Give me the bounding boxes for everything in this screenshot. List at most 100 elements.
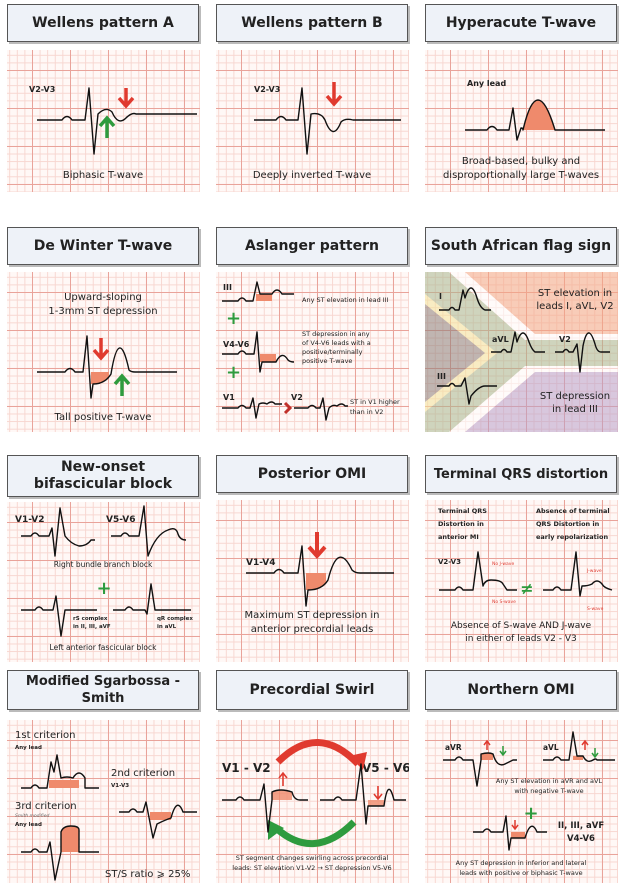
panel-posterior-omi: V1-V4 Maximum ST depression in anterior … [216,500,409,662]
caption-line-1: ST segment changes swirling across preco… [236,854,389,862]
title-posterior-omi: Posterior OMI [216,455,408,493]
ecg-trace [111,505,187,557]
text: in lead III [552,404,598,415]
text: Any ST elevation in aVR and aVL [496,777,603,785]
ecg-trace [222,397,282,419]
plus-icon: + [96,578,111,599]
st-elevation-fill [61,826,79,852]
caption: Right bundle branch block [54,560,153,569]
panel-sa-flag: ST elevation in leads I, aVL, V2 I aVL V… [425,272,618,432]
criterion-1-lead: Any lead [15,745,42,751]
caption-line-2: anterior precordial leads [251,624,374,635]
title-aslanger: Aslanger pattern [216,227,408,265]
lead-label: aVR [445,743,462,752]
caption: Biphasic T-wave [63,170,143,181]
ecg-trace [439,287,491,311]
lead-label: V2-V3 [29,85,55,94]
text: early repolarization [536,533,608,541]
ecg-trace [543,731,615,763]
ecg-trace [246,545,394,607]
swirl-arrow-green [273,819,357,847]
text: positive/terminally [302,348,363,356]
arrow-up-icon [113,373,131,396]
criterion-2: 2nd criterion [111,768,175,779]
criterion-2-lead: V1-V3 [111,783,129,789]
text: ST depression [540,391,610,402]
ecg-trace [443,752,517,787]
ecg-trace [543,551,613,597]
ecg-trace [473,815,547,851]
swirl-arrow-red [275,739,361,767]
caption: Left anterior fascicular block [50,643,158,652]
not-equal-icon: ≠ [520,579,533,598]
text: ST in V1 higher [350,398,400,406]
title-precordial-swirl: Precordial Swirl [216,670,408,710]
caption-line-2: leads: ST elevation V1-V2 → ST depressio… [232,864,391,872]
caption-line-1: Maximum ST depression in [245,610,380,621]
arrow-down-icon [511,820,519,831]
caption-bottom: Tall positive T-wave [54,412,152,423]
ecg-trace [21,825,99,881]
lead-label: V5-V6 [106,515,136,525]
no-j-wave-label: No J-wave [492,561,514,567]
st-depression-fill [511,832,525,838]
panel-northern-omi: aVR aVL Any ST elevation in aVR and aVL … [425,720,618,883]
st-s-ratio: ST/S ratio ⩾ 25% [105,869,190,880]
st-elevation-fill [49,780,79,788]
st-elevation-fill [481,753,493,760]
t-wave-fill [523,100,555,130]
text: Absence of terminal [536,507,610,515]
arrow-head-icon [268,820,284,840]
ecg-trace [254,87,401,155]
criterion-3-lead: Any lead [15,822,42,828]
note: rS complex [73,616,108,622]
criterion-3: 3rd criterion [15,801,77,812]
panel-de-winter: Upward-sloping 1-3mm ST depression Tall … [7,272,200,432]
ecg-trace [21,507,95,557]
ecg-trace [37,335,177,399]
panel-wellens-a: V2-V3 Biphasic T-wave [7,50,200,192]
s-wave-label: S-wave [587,606,604,612]
plus-icon: + [226,308,241,329]
arrow-up-icon [581,739,589,750]
lead-label: I [439,292,442,301]
lead-label: V1 [223,393,235,402]
ecg-trace [320,763,406,825]
caption: Deeply inverted T-wave [253,170,371,181]
lead-label: V2 [291,393,303,402]
st-depression-fill [260,354,276,362]
ecg-trace [37,87,197,155]
arrow-down-icon [499,746,507,757]
lead-label: Any lead [467,79,506,88]
st-elevation-fill [272,790,292,800]
caption-line-2: disproportionally large T-waves [443,170,599,181]
st-depression-fill [306,573,326,590]
criterion-3-note: Smith modified [15,813,49,819]
arrow-down-icon [92,338,110,361]
lead-label: V2 [559,335,571,344]
note: qR complex [157,616,193,622]
caption-line-2: in either of leads V2 - V3 [465,634,577,644]
lead-label: V2-V3 [254,85,280,94]
title-bifascicular: New-onset bifascicular block [7,455,199,497]
panel-aslanger: III Any ST elevation in lead III + V4-V6… [216,272,409,432]
ecg-trace [437,377,497,405]
text: Any ST elevation in lead III [302,296,389,304]
ecg-trace [21,754,99,789]
text: with negative T-wave [514,787,583,795]
arrow-down-icon [117,88,135,109]
text: than in V2 [350,408,383,416]
title-line-2: bifascicular block [33,476,173,492]
lead-label: V1-V4 [246,558,276,568]
text: Distortion in [438,520,484,528]
lead-label: III [223,283,232,292]
ecg-trace [222,331,295,373]
panel-bifascicular: V1-V2 V5-V6 Right bundle branch block + … [7,502,200,662]
caption-line-1: Absence of S-wave AND J-wave [451,621,592,631]
text: leads with positive or biphasic T-wave [459,869,582,877]
note: in II, III, aVF [73,624,111,630]
title-line-1: New-onset [60,459,146,475]
text: Terminal QRS [438,507,487,515]
text: Any ST depression in inferior and latera… [456,859,587,867]
arrow-up-icon [278,771,288,786]
